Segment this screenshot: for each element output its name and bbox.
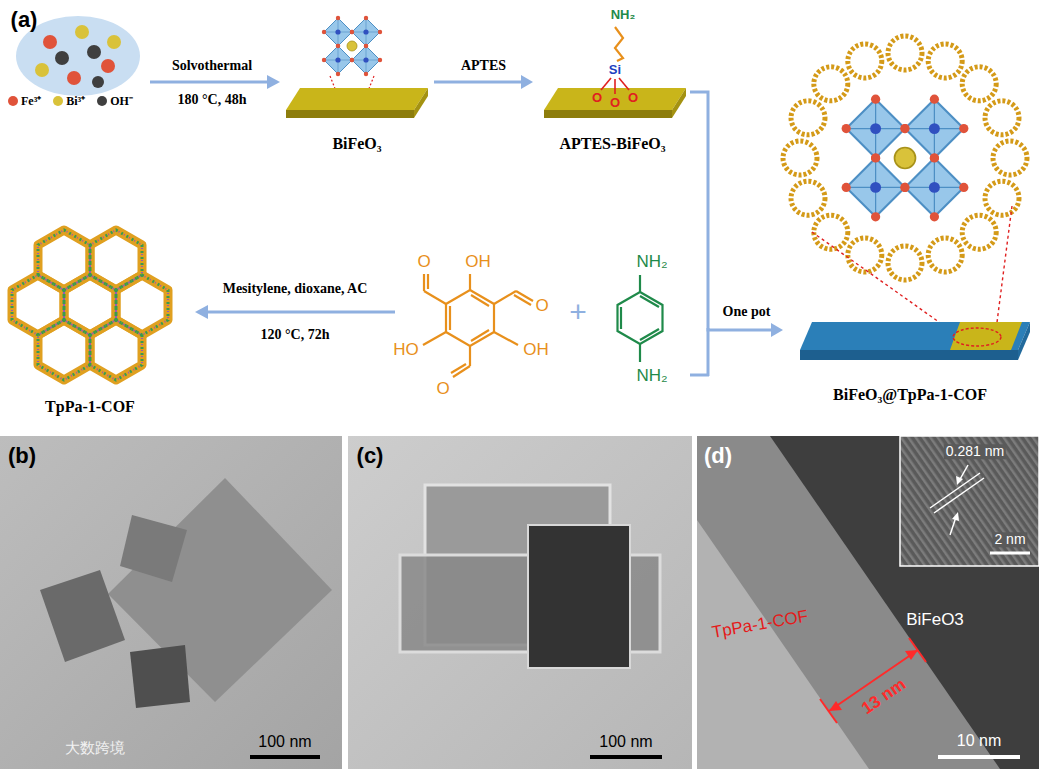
material-label: APTES-BiFeO₃ (559, 135, 665, 153)
figure-label: 100 nm (258, 733, 311, 751)
figure-label: (c) (357, 444, 384, 468)
legend-text: Bi³⁺ (66, 92, 85, 109)
arrow-label: One pot (721, 304, 773, 319)
hrtem-image-d (697, 436, 1039, 769)
tem-image-c (348, 436, 692, 769)
material-node: BiFeO₃@TpPa-1-COF (785, 30, 1035, 408)
legend-item: Bi³⁺ (53, 92, 85, 109)
figure-label: O (417, 253, 430, 272)
figure-label: (b) (8, 444, 36, 468)
material-label: TpPa-1-COF (45, 398, 135, 416)
figure-label: 2 nm (992, 532, 1027, 547)
bifeo3-plate (286, 88, 428, 118)
figure-label: NH₂ (636, 253, 667, 272)
solvothermal-arrow (150, 75, 280, 89)
figure-label: O (535, 297, 548, 316)
arrow-label: APTES (459, 58, 508, 73)
material-label: BiFeO₃@TpPa-1-COF (833, 386, 987, 404)
tp-monomer (423, 274, 533, 377)
figure-label: HO (393, 341, 419, 360)
figure-label: O (610, 96, 620, 110)
legend-text: OH⁻ (110, 92, 133, 109)
figure-label: Mesitylene, dioxane, AC (223, 281, 368, 296)
figure-label: Solvothermal (172, 58, 252, 73)
figure-label: (d) (704, 444, 732, 468)
material-node: APTES-BiFeO₃ (535, 5, 690, 157)
cof-framework (12, 230, 168, 380)
figure-label: 180 °C, 48h (178, 92, 247, 107)
cof-synthesis-arrow (195, 305, 395, 319)
figure-label: Si (609, 63, 621, 77)
legend-swatch (97, 96, 107, 106)
legend-swatch (8, 96, 18, 106)
material-label: BiFeO₃ (332, 135, 381, 153)
figure-label: O (592, 91, 602, 105)
legend-text: Fe³⁺ (21, 92, 41, 109)
process-arrow (434, 75, 533, 89)
legend-swatch (53, 96, 63, 106)
one-pot-bracket (690, 328, 709, 376)
material-node: BiFeO₃ (282, 15, 432, 157)
figure-label: NH₂ (636, 367, 667, 386)
composite-zoom (783, 36, 1027, 332)
figure-label: NH₂ (611, 8, 636, 22)
figure-label: OH (465, 253, 491, 272)
figure-label: 0.281 nm (944, 444, 1006, 459)
process-arrow (690, 92, 783, 337)
figure-label: 大数跨境 (65, 740, 125, 757)
composite-plate (800, 322, 1030, 360)
figure-label: 120 °C, 72h (261, 327, 330, 342)
figure-label: O (628, 91, 638, 105)
figure-label: 100 nm (599, 733, 652, 751)
material-node: TpPa-1-COF (5, 215, 175, 420)
pa-monomer (618, 275, 663, 362)
figure-label: 10 nm (957, 732, 1001, 750)
figure-label: OH (523, 341, 549, 360)
figure-label: BiFeO3 (906, 611, 964, 630)
figure-label: O (436, 380, 449, 399)
legend-item: Fe³⁺ (8, 92, 41, 109)
figure-label: + (569, 295, 587, 328)
legend-item: OH⁻ (97, 92, 133, 109)
aptes-bifeo3-plate (544, 27, 686, 118)
figure-label: (a) (11, 8, 38, 32)
ion-legend: Fe³⁺ Bi³⁺ OH⁻ (8, 92, 133, 109)
tem-image-b (0, 436, 342, 769)
